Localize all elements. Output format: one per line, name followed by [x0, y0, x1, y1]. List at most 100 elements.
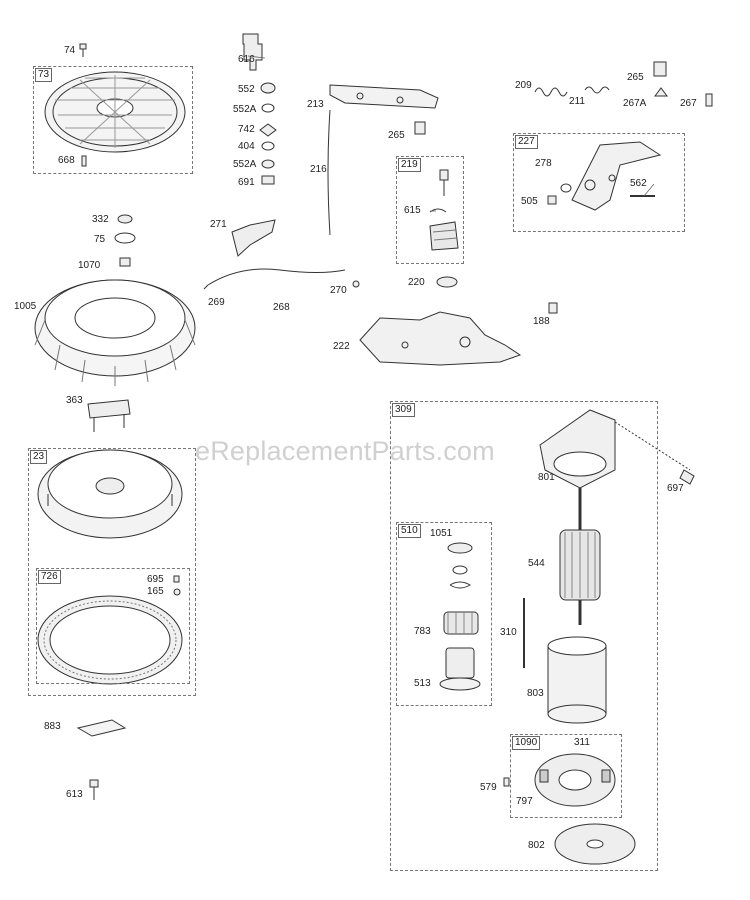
part-number-188: 188	[533, 316, 550, 327]
part-number-209: 209	[515, 80, 532, 91]
spring-211-drawing	[584, 86, 610, 94]
part-number-265-right: 265	[627, 72, 644, 83]
lever-271-drawing	[231, 219, 276, 257]
watermark: eReplacementParts.com	[195, 436, 495, 466]
part-270-drawing	[352, 280, 360, 288]
nut-332-drawing	[117, 214, 133, 224]
part-number-1005: 1005	[14, 301, 37, 312]
part-number-552a-lower: 552A	[233, 159, 257, 170]
part-number-668: 668	[58, 155, 75, 166]
part-number-697: 697	[667, 483, 684, 494]
part-number-883: 883	[44, 721, 61, 732]
brush-plate-311-drawing	[534, 753, 616, 807]
part-number-311: 311	[574, 737, 590, 748]
group-label-1090: 1090	[512, 736, 541, 750]
part-220-drawing	[436, 276, 458, 288]
part-number-404: 404	[238, 141, 255, 152]
part-695-drawing	[173, 575, 180, 583]
part-number-165: 165	[147, 586, 164, 597]
part-number-75: 75	[94, 234, 106, 245]
part-579-drawing	[503, 777, 510, 787]
part-number-742: 742	[238, 124, 255, 135]
part-number-211: 211	[569, 96, 585, 107]
group-label-510: 510	[398, 524, 421, 538]
part-number-801: 801	[538, 472, 555, 483]
group-label-227: 227	[515, 135, 538, 149]
leader-lines	[247, 55, 655, 212]
part-number-265-center: 265	[388, 130, 405, 141]
part-number-216: 216	[310, 164, 327, 175]
part-265-drawing	[414, 121, 426, 135]
part-number-268: 268	[273, 302, 290, 313]
control-bracket-213-drawing	[327, 84, 439, 236]
governor-stack-drawing	[242, 33, 277, 185]
part-165-drawing	[173, 588, 181, 596]
part-number-783: 783	[414, 626, 431, 637]
part-number-310: 310	[500, 627, 517, 638]
fan-1005-drawing	[34, 279, 196, 386]
part-number-579: 579	[480, 782, 497, 793]
group-frame-309	[390, 401, 658, 871]
screw-74-drawing	[79, 43, 87, 57]
end-plate-802-drawing	[554, 823, 636, 865]
part-267a-drawing	[654, 87, 668, 97]
part-number-270: 270	[330, 285, 347, 296]
part-number-74: 74	[64, 45, 76, 56]
part-number-552a-upper: 552A	[233, 104, 257, 115]
flywheel-23-drawing	[37, 449, 183, 539]
screw-613-drawing	[89, 779, 99, 788]
part-267-drawing	[705, 93, 713, 107]
ring-gear-726-drawing	[37, 595, 183, 685]
part-number-213: 213	[307, 99, 324, 110]
group-frame-219	[396, 156, 464, 264]
spring-209-drawing	[534, 87, 568, 97]
part-363-drawing	[87, 399, 131, 419]
part-number-363: 363	[66, 395, 83, 406]
part-265b-drawing	[653, 61, 667, 77]
gasket-883-drawing	[76, 719, 127, 737]
part-number-332: 332	[92, 214, 109, 225]
group-label-309: 309	[392, 403, 415, 417]
part-188-drawing	[548, 302, 558, 314]
part-number-267: 267	[680, 98, 697, 109]
part-number-505: 505	[521, 196, 538, 207]
part-number-1070: 1070	[78, 260, 101, 271]
part-number-220: 220	[408, 277, 425, 288]
part-number-691: 691	[238, 177, 255, 188]
part-number-613: 613	[66, 789, 83, 800]
part-number-616: 616	[238, 54, 255, 65]
part-number-267a: 267A	[623, 98, 647, 109]
bracket-227-drawing	[547, 141, 662, 211]
part-number-552: 552	[238, 84, 255, 95]
base-bracket-222-drawing	[359, 311, 522, 366]
part-number-797: 797	[516, 796, 533, 807]
group-label-219: 219	[398, 158, 421, 172]
part-number-695: 695	[147, 574, 164, 585]
cable-268-drawing	[207, 268, 346, 286]
washer-75-drawing	[114, 232, 136, 244]
grille-screen-drawing	[44, 71, 186, 153]
part-number-269: 269	[208, 297, 225, 308]
part-number-271: 271	[210, 219, 227, 230]
group-frame-73	[33, 66, 193, 174]
part-number-1051: 1051	[430, 528, 453, 539]
group-frame-510	[396, 522, 492, 706]
housing-803-drawing	[547, 636, 607, 724]
drive-510-drawing	[439, 542, 481, 691]
part-number-278: 278	[535, 158, 552, 169]
group-frame-23	[28, 448, 196, 696]
part-number-803: 803	[527, 688, 544, 699]
part-number-802: 802	[528, 840, 545, 851]
group-label-726: 726	[38, 570, 61, 584]
part-1070-drawing	[119, 257, 131, 267]
armature-544-drawing	[559, 488, 601, 625]
part-number-544: 544	[528, 558, 545, 569]
group-frame-726	[36, 568, 190, 684]
part-number-513: 513	[414, 678, 431, 689]
part-number-615: 615	[404, 205, 421, 216]
group-frame-1090	[510, 734, 622, 818]
group-frame-227	[513, 133, 685, 232]
part-number-222: 222	[333, 341, 350, 352]
